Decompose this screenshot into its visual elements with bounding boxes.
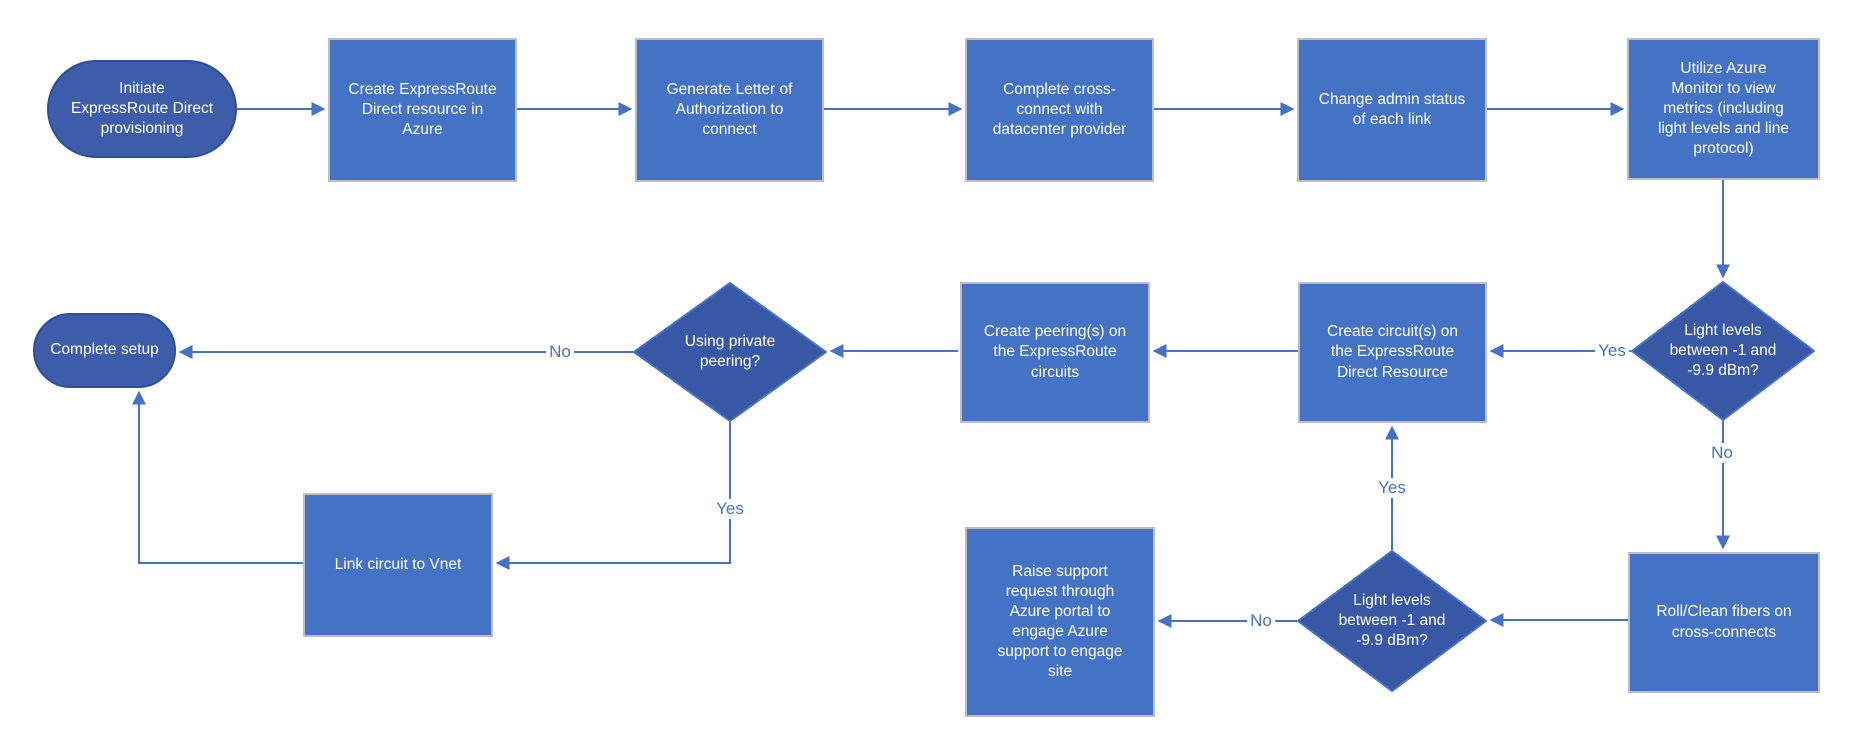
- node-complete-setup-label: Complete setup: [50, 341, 159, 359]
- node-generate-letter-of-authorization-label: Generate Letter of Authorization to conn…: [666, 80, 793, 139]
- node-raise-support-request: Raise support request through Azure port…: [965, 527, 1155, 717]
- edge-link-vnet-to-complete-setup: [132, 390, 303, 564]
- edge-label-light-levels-2-no: No: [1247, 611, 1275, 631]
- node-light-levels-decision-1-label: Light levels between -1 and -9.9 dBm?: [1669, 321, 1777, 380]
- node-create-expressroute-direct-resource-label: Create ExpressRoute Direct resource in A…: [348, 80, 497, 139]
- diamond-shape-icon: [1297, 550, 1487, 692]
- node-light-levels-decision-2-label: Light levels between -1 and -9.9 dBm?: [1338, 591, 1446, 650]
- edge-private-peering-yes-to-link-vnet: [495, 422, 731, 570]
- node-private-peering-decision: Using private peering?: [633, 282, 827, 422]
- node-complete-setup: Complete setup: [33, 313, 176, 388]
- node-change-admin-status: Change admin status of each link: [1297, 38, 1487, 182]
- node-private-peering-decision-label: Using private peering?: [684, 332, 776, 370]
- node-initiate-provisioning: Initiate ExpressRoute Direct provisionin…: [47, 60, 237, 158]
- node-roll-clean-fibers-label: Roll/Clean fibers on cross-connects: [1656, 603, 1792, 641]
- node-initiate-provisioning-label: Initiate ExpressRoute Direct provisionin…: [70, 79, 214, 138]
- node-create-peerings: Create peering(s) on the ExpressRoute ci…: [960, 282, 1150, 423]
- node-link-circuit-to-vnet: Link circuit to Vnet: [303, 493, 493, 637]
- node-complete-cross-connect-label: Complete cross-connect with datacenter p…: [992, 80, 1127, 139]
- node-raise-support-request-label: Raise support request through Azure port…: [997, 562, 1123, 681]
- node-light-levels-decision-2: Light levels between -1 and -9.9 dBm?: [1297, 550, 1487, 692]
- edge-label-private-peering-no: No: [546, 342, 574, 362]
- node-create-peerings-label: Create peering(s) on the ExpressRoute ci…: [983, 323, 1127, 381]
- node-create-expressroute-direct-resource: Create ExpressRoute Direct resource in A…: [328, 38, 517, 182]
- edge-label-light-levels-1-yes: Yes: [1595, 341, 1629, 361]
- edge-label-light-levels-2-yes: Yes: [1375, 478, 1409, 498]
- node-light-levels-decision-1: Light levels between -1 and -9.9 dBm?: [1631, 281, 1815, 421]
- diamond-shape-icon: [633, 282, 827, 422]
- node-complete-cross-connect: Complete cross-connect with datacenter p…: [965, 38, 1154, 182]
- edge-label-light-levels-1-no: No: [1708, 443, 1736, 463]
- node-roll-clean-fibers: Roll/Clean fibers on cross-connects: [1628, 552, 1820, 693]
- node-link-circuit-to-vnet-label: Link circuit to Vnet: [334, 555, 462, 573]
- node-utilize-azure-monitor-label: Utilize Azure Monitor to view metrics (i…: [1658, 59, 1789, 158]
- edge-label-private-peering-yes: Yes: [713, 499, 747, 519]
- node-utilize-azure-monitor: Utilize Azure Monitor to view metrics (i…: [1627, 38, 1820, 180]
- node-generate-letter-of-authorization: Generate Letter of Authorization to conn…: [635, 38, 824, 182]
- node-create-circuits-label: Create circuit(s) on the ExpressRoute Di…: [1327, 323, 1458, 381]
- node-change-admin-status-label: Change admin status of each link: [1318, 90, 1466, 128]
- diamond-shape-icon: [1631, 281, 1815, 421]
- node-create-circuits: Create circuit(s) on the ExpressRoute Di…: [1298, 282, 1487, 423]
